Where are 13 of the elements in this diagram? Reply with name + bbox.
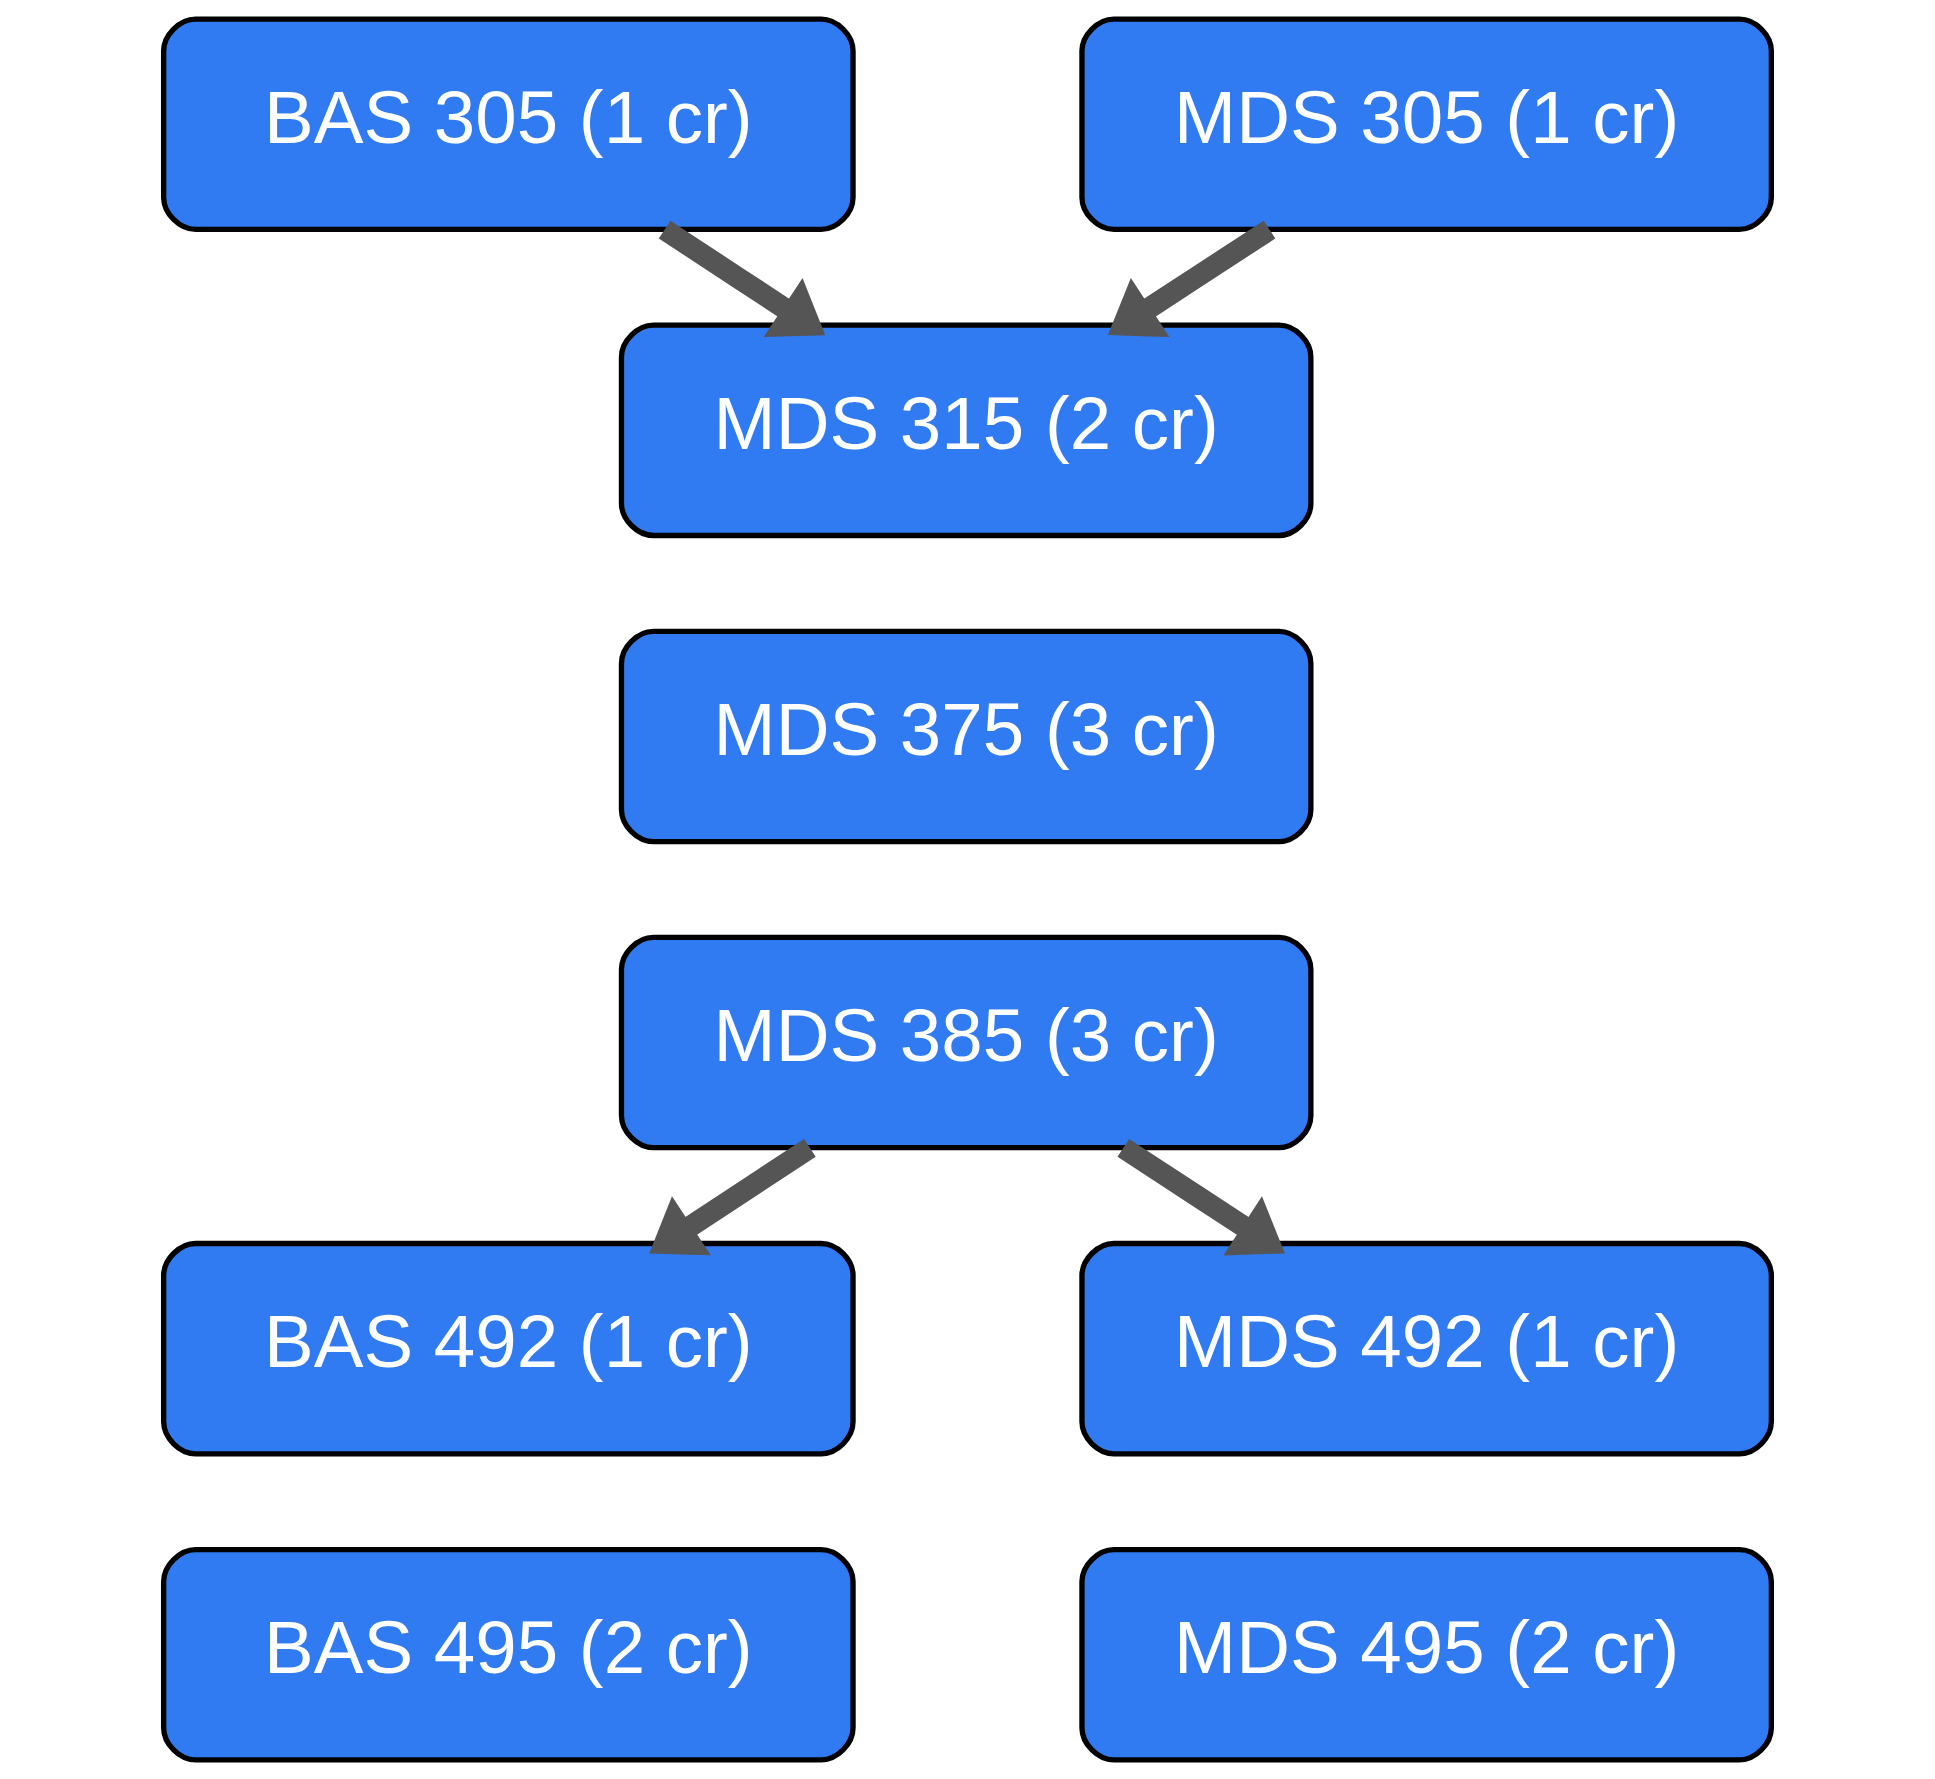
node-box: BAS 492 (1 cr) (161, 1240, 856, 1457)
node-box: MDS 492 (1 cr) (1079, 1240, 1774, 1457)
node-box: MDS 375 (3 cr) (618, 628, 1314, 845)
node-box: MDS 315 (2 cr) (618, 322, 1314, 539)
node-box: MDS 495 (2 cr) (1079, 1546, 1774, 1763)
arrow (1107, 220, 1276, 338)
arrow (1117, 1138, 1285, 1256)
arrow (649, 1138, 816, 1256)
arrow (658, 220, 826, 337)
node-box: BAS 305 (1 cr) (161, 16, 856, 233)
node-box: BAS 495 (2 cr) (161, 1546, 856, 1763)
node-box: MDS 305 (1 cr) (1079, 16, 1774, 233)
node-box: MDS 385 (3 cr) (618, 934, 1314, 1151)
